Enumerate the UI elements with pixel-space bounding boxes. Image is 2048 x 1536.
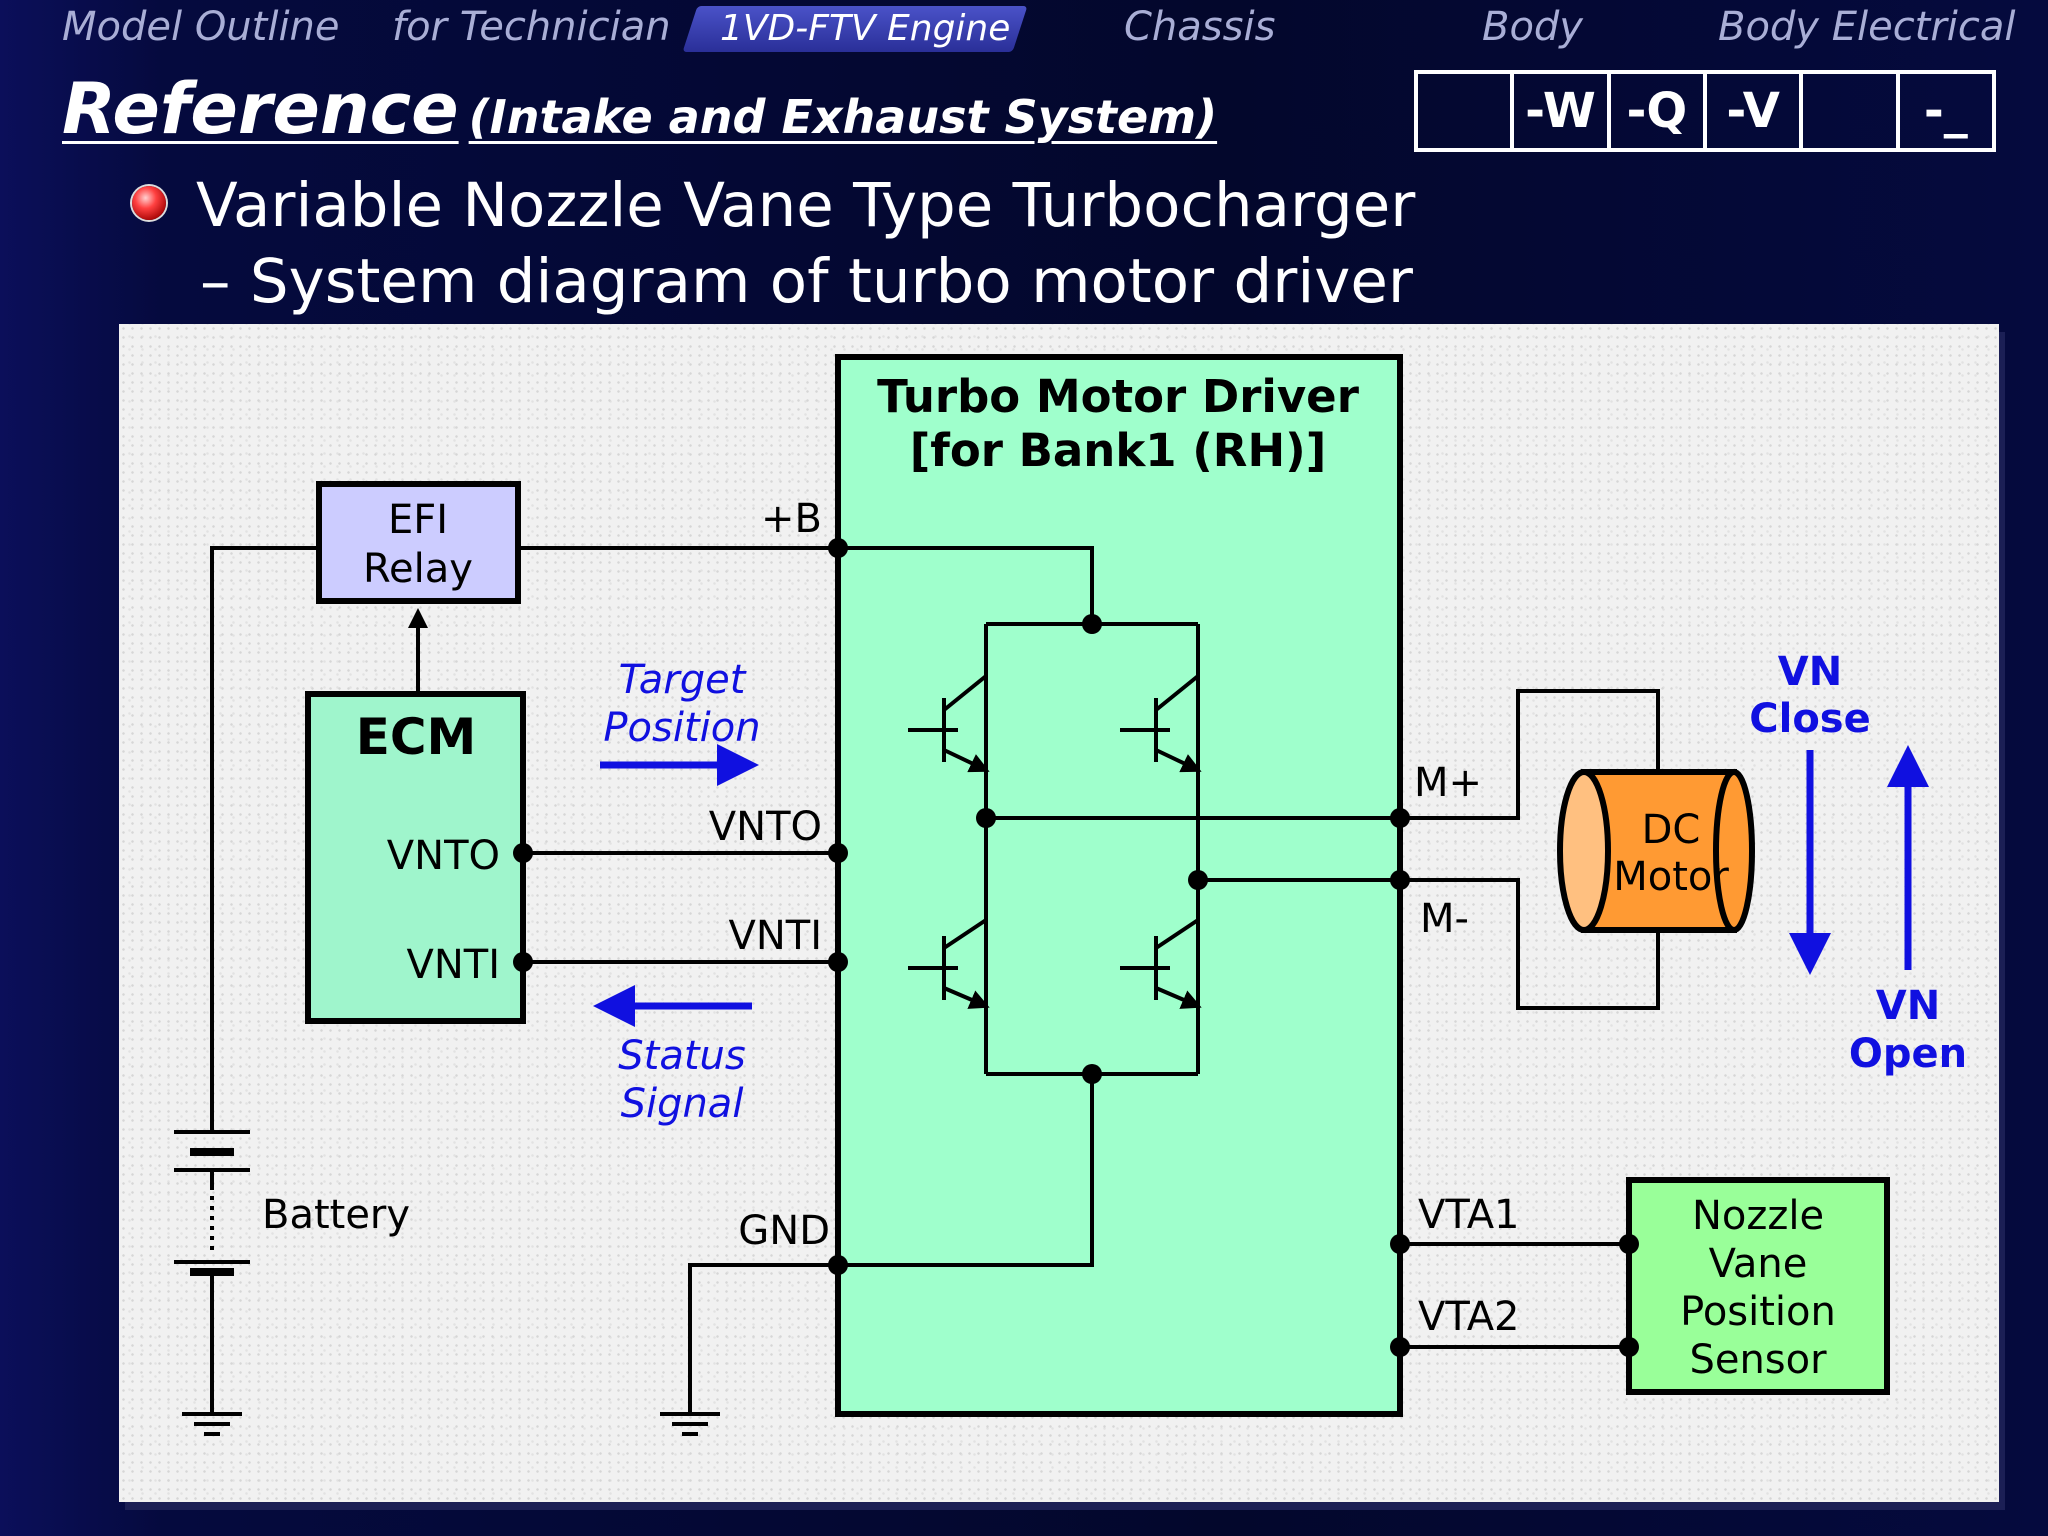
gnd-ground-icon — [660, 1412, 720, 1436]
pin-vta1-label: VTA1 — [1418, 1192, 1520, 1238]
transistor-lower-left-icon — [908, 918, 990, 1009]
wire-m-plus — [1400, 689, 1660, 820]
junction-bridge-right-mid — [1188, 870, 1208, 890]
ecm-box — [305, 691, 526, 1024]
target-position-label-2: Position — [603, 705, 760, 751]
vn-close-label-2: Close — [1749, 696, 1870, 742]
tab-w[interactable]: -W — [1514, 74, 1611, 148]
transistor-upper-left-icon — [908, 650, 990, 773]
wire-gnd — [688, 1263, 838, 1414]
efi-relay-label-2: Relay — [363, 546, 473, 592]
sensor-label-3: Position — [1680, 1289, 1836, 1335]
vn-close-label-1: VN — [1778, 649, 1842, 695]
battery-label: Battery — [262, 1192, 410, 1238]
page-title: Reference(Intake and Exhaust System) — [62, 68, 1217, 150]
bullet-icon — [132, 186, 166, 220]
dc-motor-icon — [1557, 769, 1755, 933]
variant-tabs: -W -Q -V -_ — [1414, 70, 1996, 152]
junction-gnd — [828, 1255, 848, 1275]
nav-body[interactable]: Body — [1482, 4, 1583, 50]
page-title-sub: (Intake and Exhaust System) — [468, 90, 1218, 144]
top-navigation: Model Outline for Technician 1VD-FTV Eng… — [0, 0, 2048, 56]
dc-motor-label-2: Motor — [1613, 854, 1729, 900]
nav-for-technician[interactable]: for Technician — [392, 4, 671, 50]
wire-m-minus — [1400, 878, 1660, 1010]
nav-model-outline[interactable]: Model Outline — [62, 4, 340, 50]
pin-vnto-label: VNTO — [709, 804, 822, 850]
tab-q[interactable]: -Q — [1611, 74, 1707, 148]
bullet-line-1: Variable Nozzle Vane Type Turbocharger — [196, 170, 1416, 241]
junction-vnti-driver — [828, 952, 848, 972]
sensor-label-2: Vane — [1709, 1241, 1808, 1287]
vn-open-label-2: Open — [1849, 1031, 1967, 1077]
tab-blank-1[interactable] — [1418, 74, 1515, 148]
junction-vnti-ecm — [513, 952, 533, 972]
transistor-upper-right-icon — [1120, 674, 1202, 773]
tab-blank-2[interactable] — [1803, 74, 1900, 148]
dc-motor-label-1: DC — [1642, 807, 1701, 853]
junction-plus-b — [828, 538, 848, 558]
sensor-label-4: Sensor — [1689, 1337, 1827, 1383]
pin-gnd-label: GND — [738, 1208, 830, 1254]
tab-v[interactable]: -V — [1707, 74, 1804, 148]
nav-1vd-ftv-engine[interactable]: 1VD-FTV Engine — [720, 8, 1011, 49]
target-position-label-1: Target — [619, 657, 747, 703]
junction-bridge-bottom — [1082, 1064, 1102, 1084]
nav-body-electrical[interactable]: Body Electrical — [1718, 4, 2016, 50]
bullet-line-2: – System diagram of turbo motor driver — [200, 246, 1413, 317]
pin-m-minus-label: M- — [1420, 896, 1469, 942]
efi-relay-label-1: EFI — [388, 497, 448, 543]
junction-vta2-sensor — [1619, 1337, 1639, 1357]
junction-bridge-top — [1082, 614, 1102, 634]
sensor-label-1: Nozzle — [1692, 1193, 1824, 1239]
junction-vnto-driver — [828, 843, 848, 863]
junction-m-minus — [1390, 870, 1410, 890]
nav-chassis[interactable]: Chassis — [1124, 4, 1276, 50]
junction-vta1-sensor — [1619, 1234, 1639, 1254]
battery-ground-icon — [182, 1412, 242, 1436]
pin-vnti-label: VNTI — [728, 913, 822, 959]
internal-wire-plus-b — [838, 546, 1094, 624]
efi-relay-box — [316, 481, 521, 604]
driver-title-line-1: Turbo Motor Driver — [877, 370, 1360, 423]
bullet-heading: Variable Nozzle Vane Type Turbocharger –… — [196, 168, 1415, 320]
junction-vta2-driver — [1390, 1337, 1410, 1357]
junction-m-plus — [1390, 808, 1410, 828]
pin-vta2-label: VTA2 — [1418, 1294, 1520, 1340]
internal-wire-gnd — [838, 1074, 1094, 1267]
turbo-motor-driver-box — [835, 354, 1403, 1417]
pin-plus-b-label: +B — [761, 496, 822, 542]
nozzle-vane-sensor-box — [1626, 1177, 1890, 1395]
vn-open-label-1: VN — [1876, 983, 1940, 1029]
junction-dots — [513, 538, 1639, 1357]
driver-title-line-2: [for Bank1 (RH)] — [910, 424, 1327, 477]
junction-bridge-left-mid — [976, 808, 996, 828]
tab-underscore[interactable]: -_ — [1923, 83, 1968, 139]
junction-vnto-ecm — [513, 843, 533, 863]
status-signal-label-1: Status — [618, 1033, 745, 1079]
pin-m-plus-label: M+ — [1414, 760, 1482, 806]
page-title-main: Reference — [62, 68, 459, 150]
ecm-vnti-label: VNTI — [406, 942, 500, 988]
junction-vta1-driver — [1390, 1234, 1410, 1254]
ecm-vnto-label: VNTO — [387, 833, 500, 879]
transistor-lower-right-icon — [1120, 918, 1202, 1009]
battery-positive-wire — [210, 546, 319, 1132]
ecm-label: ECM — [356, 708, 477, 766]
status-signal-label-2: Signal — [621, 1081, 744, 1127]
